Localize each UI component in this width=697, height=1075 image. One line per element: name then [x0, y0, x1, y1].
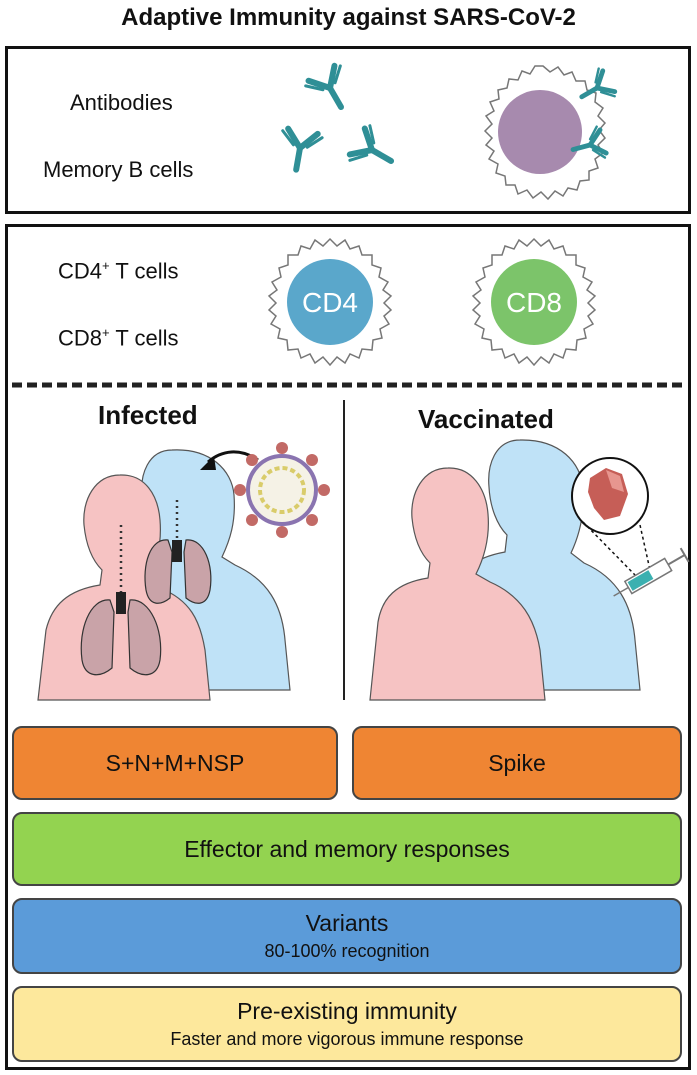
infected-heading: Infected	[98, 400, 198, 430]
vaccinated-antigens-box: Spike	[352, 726, 682, 800]
effector-memory-box: Effector and memory responses	[12, 812, 682, 886]
lung-back-right	[183, 539, 212, 604]
memory-b-cell-icon	[483, 65, 607, 201]
variants-box: Variants 80-100% recognition	[12, 898, 682, 974]
cd4-badge: CD4	[302, 287, 358, 318]
effector-memory-text: Effector and memory responses	[184, 835, 510, 862]
preexisting-immunity-subtext: Faster and more vigorous immune response	[170, 1029, 524, 1049]
vaccinated-heading: Vaccinated	[418, 404, 554, 434]
spike-protein-icon	[571, 457, 649, 535]
cd8-badge: CD8	[506, 287, 562, 318]
syringe-icon	[613, 547, 690, 597]
vaccinated-antigens-text: Spike	[488, 749, 546, 776]
cd4-t-cells-label: CD4+ T cells	[58, 258, 179, 284]
variants-text: Variants	[305, 910, 389, 936]
lung-back-left	[144, 539, 173, 604]
infected-antigens-box: S+N+M+NSP	[12, 726, 338, 800]
lung-left	[80, 599, 115, 676]
virus-icon	[234, 442, 330, 538]
variants-subtext: 80-100% recognition	[264, 941, 430, 961]
figure-title: Adaptive Immunity against SARS-CoV-2	[121, 4, 576, 31]
person-pink	[369, 467, 546, 701]
lung-right	[127, 599, 162, 676]
cd8-t-cell-icon: CD8	[471, 237, 597, 367]
preexisting-immunity-box: Pre-existing immunity Faster and more vi…	[12, 986, 682, 1062]
infected-antigens-text: S+N+M+NSP	[105, 749, 245, 776]
memory-b-cells-label: Memory B cells	[43, 157, 194, 182]
antibodies-label: Antibodies	[70, 90, 173, 115]
cd4-t-cell-icon: CD4	[267, 237, 393, 367]
preexisting-immunity-text: Pre-existing immunity	[237, 998, 457, 1024]
cd8-t-cells-label: CD8+ T cells	[58, 325, 179, 351]
